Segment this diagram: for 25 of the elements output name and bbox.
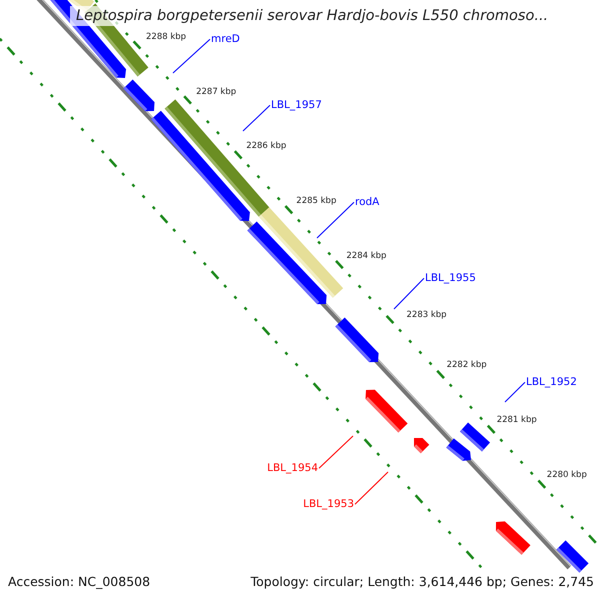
leader-line — [394, 278, 424, 310]
leader-line — [242, 104, 270, 132]
gene-label: LBL_1955 — [425, 273, 476, 284]
position-label: 2284 kbp — [346, 252, 386, 260]
gene-label: LBL_1953 — [303, 499, 354, 510]
position-label: 2288 kbp — [146, 33, 186, 42]
genome-summary-text: Topology: circular; Length: 3,614,446 bp; Genes: 2,745 — [250, 574, 594, 589]
position-label: 2282 kbp — [446, 361, 487, 370]
position-label: 2281 kbp — [496, 416, 537, 424]
position-label: 2287 kbp — [196, 88, 236, 96]
position-label: 2285 kbp — [296, 197, 336, 206]
gene-label: LBL_1954 — [267, 463, 318, 474]
leader-line — [316, 202, 354, 238]
leader-line — [354, 472, 388, 505]
gene-label: LBL_1957 — [271, 100, 322, 110]
position-label: 2283 kbp — [406, 310, 447, 319]
gene-label: mreD — [211, 34, 240, 44]
gene-label: LBL_1952 — [526, 377, 577, 388]
leader-line — [318, 436, 354, 469]
gene-label: rodA — [355, 197, 380, 208]
leader-line — [172, 38, 210, 74]
leader-line — [504, 382, 526, 402]
accession-text: Accession: NC_008508 — [8, 574, 150, 589]
position-label: 2280 kbp — [546, 470, 587, 480]
position-label: 2286 kbp — [246, 142, 286, 151]
